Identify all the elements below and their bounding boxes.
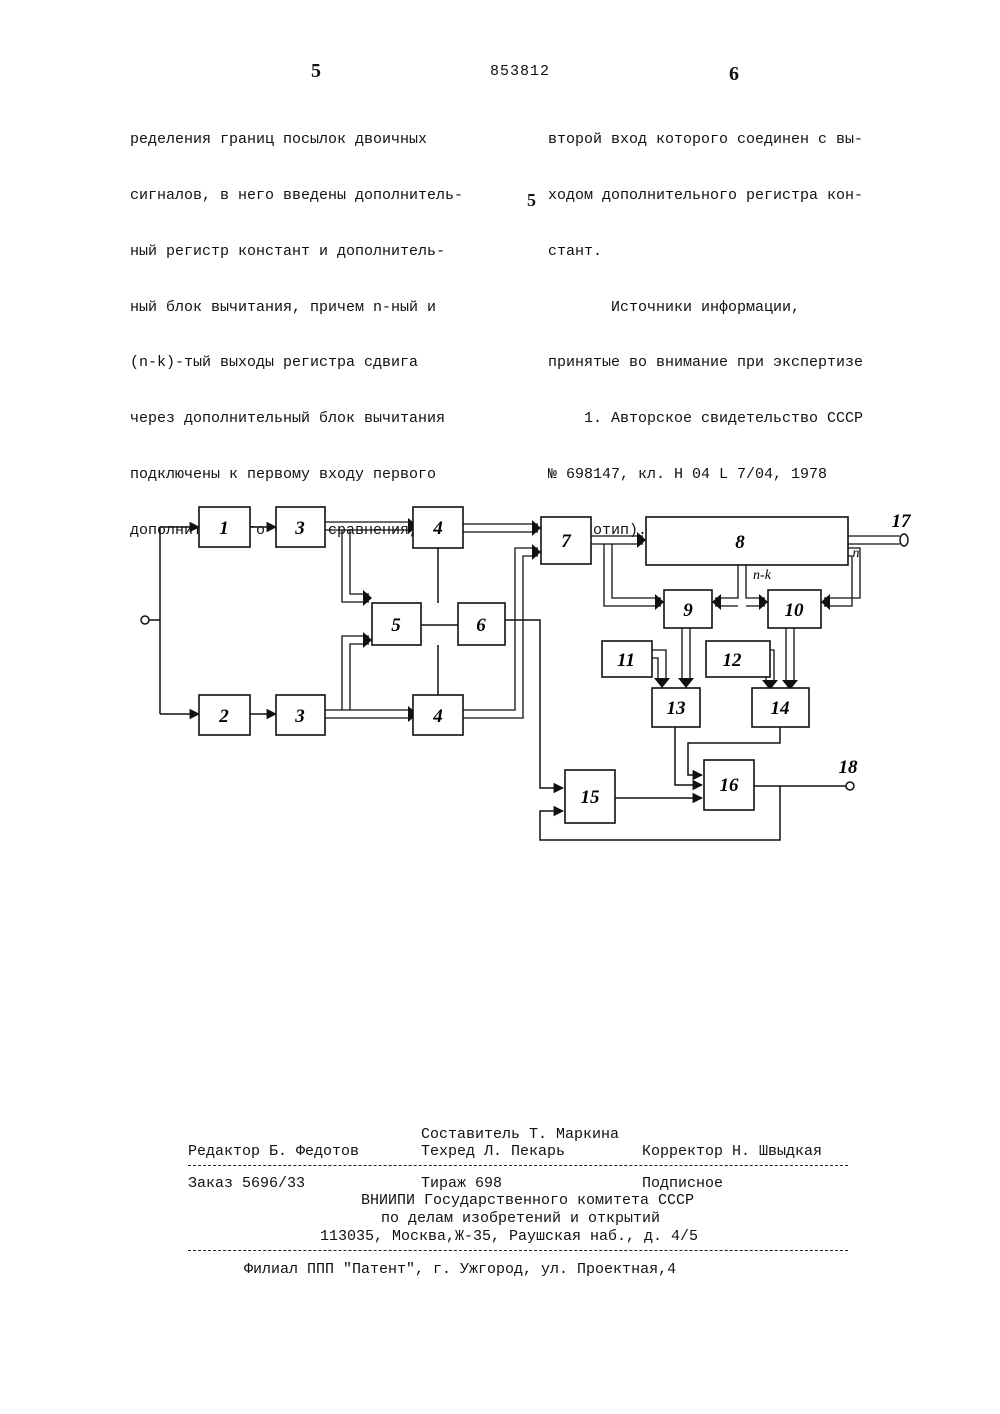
label-n: n	[853, 546, 860, 561]
input-terminal	[141, 616, 149, 624]
block-16-label: 16	[720, 775, 740, 796]
block-12-label: 12	[723, 650, 743, 671]
block-3-bottom-label: 3	[294, 706, 305, 727]
org-line-2: по делам изобретений и открытий	[381, 1210, 660, 1228]
output-terminal-17	[900, 534, 908, 546]
block-9-label: 9	[683, 600, 693, 621]
label-n-k: n-k	[753, 568, 772, 583]
output-terminal-18	[846, 782, 854, 790]
address-line: 113035, Москва,Ж-35, Раушская наб., д. 4…	[320, 1228, 698, 1246]
block-14-label: 14	[771, 698, 790, 719]
block-5-label: 5	[391, 615, 401, 636]
org-line-1: ВНИИПИ Государственного комитета СССР	[361, 1192, 694, 1210]
divider	[188, 1250, 848, 1251]
subscription-line: Подписное	[642, 1175, 723, 1193]
block-4-bottom-label: 4	[432, 706, 443, 727]
techred-line: Техред Л. Пекарь	[421, 1143, 565, 1161]
block-10-label: 10	[785, 600, 805, 621]
block-4-top-label: 4	[432, 518, 443, 539]
branch-line: Филиал ППП "Патент", г. Ужгород, ул. Про…	[244, 1261, 676, 1279]
block-7-label: 7	[561, 531, 572, 552]
divider	[188, 1165, 848, 1166]
compiler-line: Составитель Т. Маркина	[421, 1126, 619, 1144]
order-line: Заказ 5696/33	[188, 1175, 305, 1193]
editor-line: Редактор Б. Федотов	[188, 1143, 359, 1161]
block-15-label: 15	[581, 787, 601, 808]
block-2-label: 2	[218, 706, 229, 727]
block-6-label: 6	[476, 615, 486, 636]
block-11-label: 11	[617, 650, 635, 671]
corrector-line: Корректор Н. Швыдкая	[642, 1143, 822, 1161]
block-8-label: 8	[735, 532, 745, 553]
block-1-label: 1	[219, 518, 229, 539]
block-3-top-label: 3	[294, 518, 305, 539]
terminal-18-label: 18	[839, 757, 859, 778]
circulation-line: Тираж 698	[421, 1175, 502, 1193]
block-8	[646, 517, 848, 565]
block-13-label: 13	[667, 698, 686, 719]
terminal-17-label: 17	[892, 511, 913, 532]
